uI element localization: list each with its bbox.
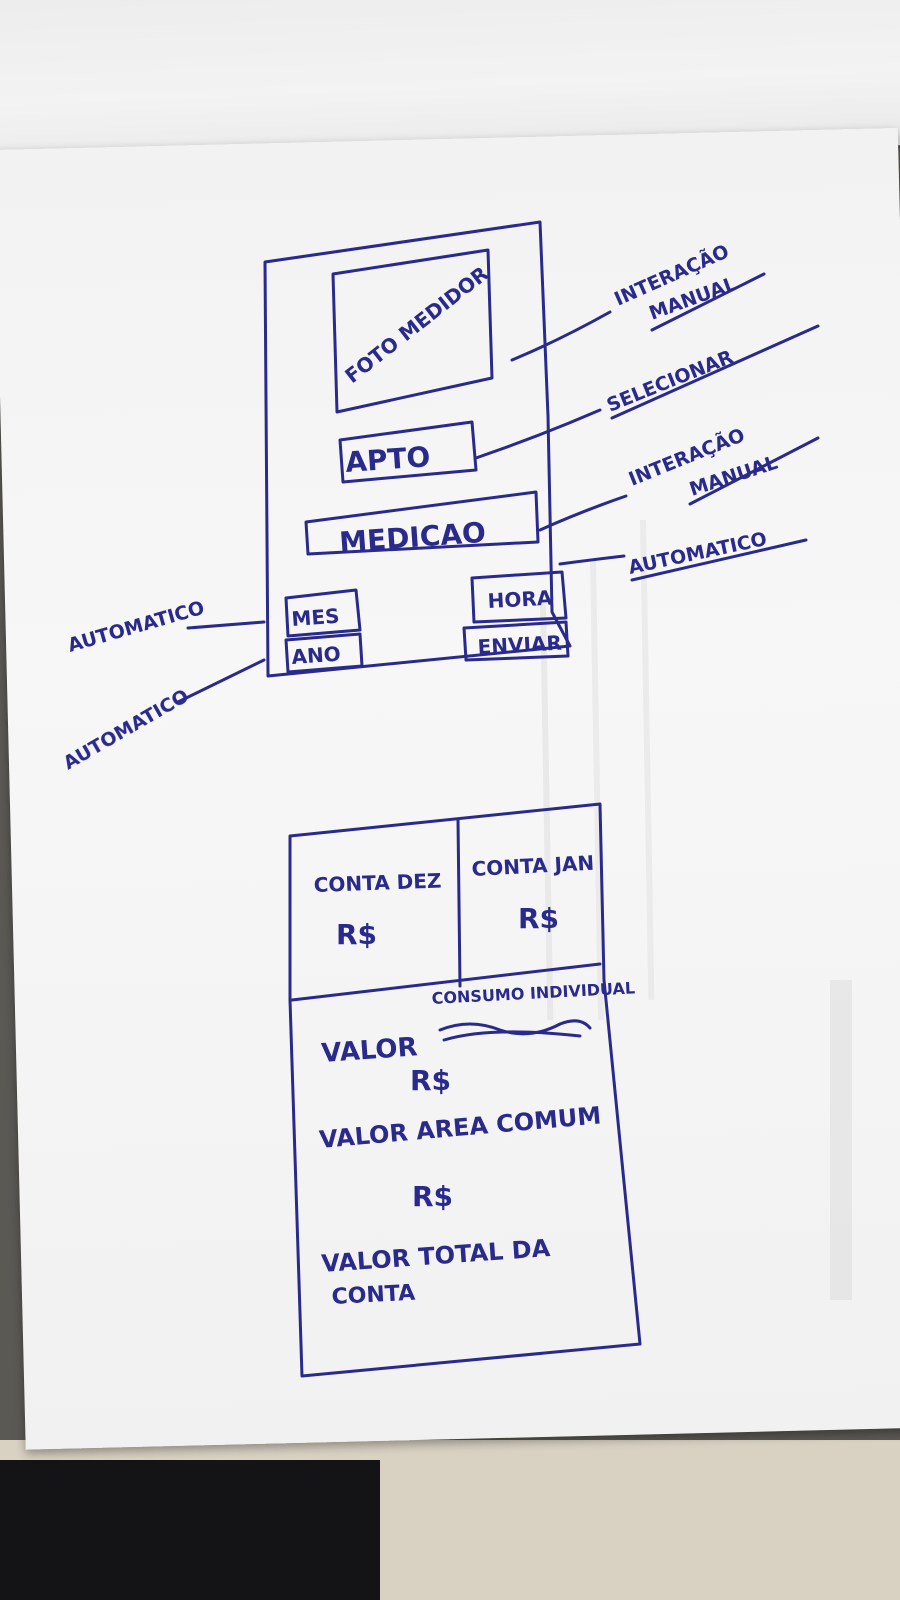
- apt-selector[interactable]: [338, 420, 478, 484]
- area-comum-label: VALOR AREA COMUM: [318, 1101, 602, 1154]
- area-comum-value: R$: [412, 1180, 453, 1213]
- apt-arrow: [474, 408, 602, 460]
- photo-annotation-underline: [650, 272, 766, 332]
- photo-arrow: [510, 310, 612, 362]
- measurement-annotation-underline: [688, 436, 820, 506]
- measurement-input[interactable]: [304, 490, 540, 556]
- apt-annotation-underline: [610, 324, 820, 420]
- photo-box[interactable]: [331, 248, 494, 414]
- send-label: ENVIAR: [477, 631, 562, 659]
- measurement-arrow: [538, 494, 628, 532]
- phone-frame: [263, 220, 572, 678]
- year-label: ANO: [291, 642, 342, 669]
- hour-field: [470, 570, 568, 624]
- bill-frame: [288, 802, 642, 1378]
- conta-dez-value: R$: [336, 918, 377, 951]
- valor-value: R$: [410, 1064, 451, 1097]
- valor-scribble: [438, 1019, 592, 1042]
- apt-label: APTO: [344, 440, 431, 479]
- hour-label: HORA: [487, 586, 553, 613]
- year-arrow: [176, 658, 266, 704]
- dark-background: [0, 1460, 380, 1600]
- show-through-text: [540, 519, 852, 1300]
- conta-jan-value: R$: [518, 902, 559, 935]
- measurement-label: MEDICAO: [338, 516, 487, 559]
- phone-mockup: FOTO MEDIDOR APTO MEDICAO HORA ENVIAR ME…: [263, 220, 572, 678]
- hour-arrow: [558, 554, 626, 566]
- month-arrow: [186, 620, 266, 630]
- conta-jan-label: CONTA JAN: [471, 851, 595, 881]
- month-annotation: AUTOMATICO: [65, 597, 207, 657]
- total-label-2: CONTA: [331, 1281, 416, 1310]
- send-button[interactable]: [462, 620, 570, 662]
- photo-label: FOTO MEDIDOR: [340, 261, 493, 388]
- total-label-1: VALOR TOTAL DA: [320, 1234, 551, 1278]
- apt-annotation: SELECIONAR: [604, 346, 737, 417]
- bill-mockup: CONTA DEZ R$ CONTA JAN R$ CONSUMO INDIVI…: [288, 802, 642, 1378]
- year-field: [284, 632, 364, 674]
- bill-divider-horizontal: [290, 962, 602, 1002]
- conta-dez-label: CONTA DEZ: [313, 869, 441, 897]
- month-label: MES: [291, 604, 341, 631]
- year-annotation: AUTOMATICO: [60, 685, 193, 775]
- bill-divider-vertical: [456, 818, 462, 988]
- valor-label: VALOR: [320, 1032, 418, 1069]
- hour-annotation-underline: [630, 538, 808, 582]
- month-field: [284, 588, 362, 638]
